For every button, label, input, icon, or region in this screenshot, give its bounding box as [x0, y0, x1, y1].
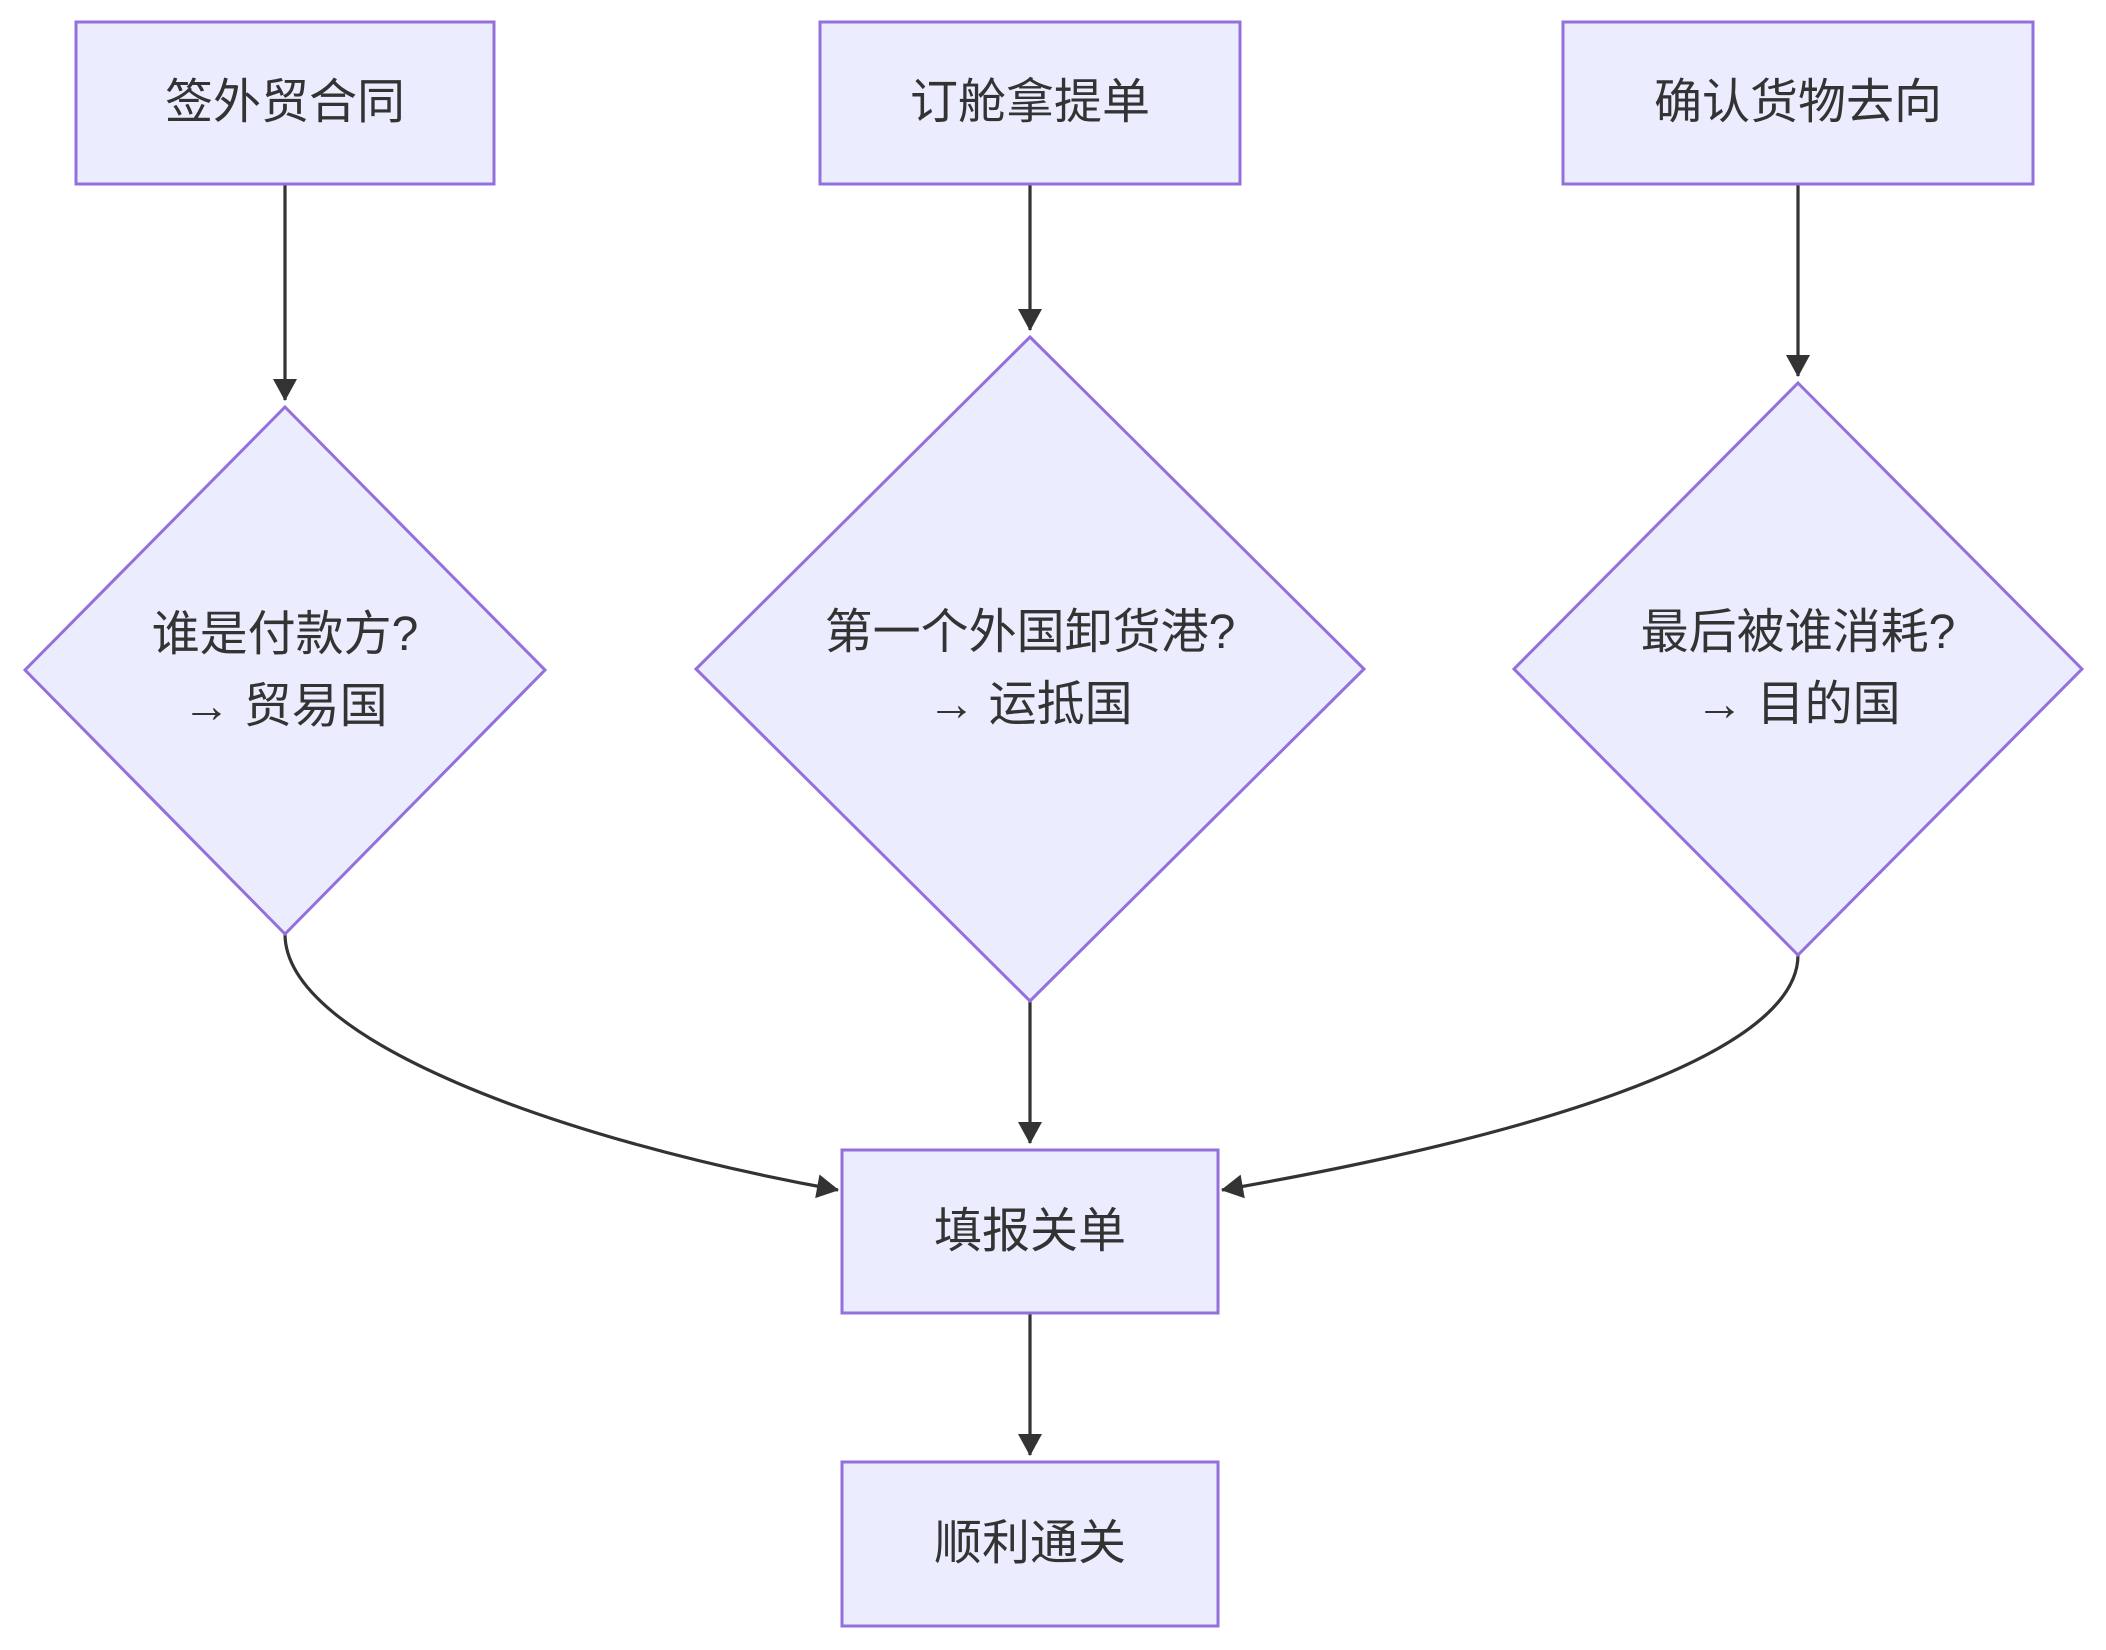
node-discharge-port-decision-diamond: [693, 334, 1367, 1004]
node-confirm-goods-destination-text: 确认货物去向: [1653, 76, 1942, 129]
node-sign-contract-box: [74, 20, 496, 186]
node-payer-decision-answer: → 贸易国: [182, 679, 388, 733]
node-book-bill-of-lading-box: [818, 20, 1242, 186]
node-final-consumer-decision-label: 最后被谁消耗? → 目的国: [1514, 383, 2082, 955]
edge-payer-to-declaration: [283, 933, 839, 1199]
node-book-bill-of-lading-text: 订舱拿提单: [909, 76, 1150, 129]
node-payer-decision-diamond: [22, 404, 548, 937]
node-discharge-port-decision-answer: → 运抵国: [927, 678, 1133, 731]
node-confirm-goods-destination-label: 确认货物去向: [1563, 22, 2033, 184]
node-discharge-port-decision-question: 第一个外国卸货港?: [824, 606, 1236, 659]
node-fill-customs-declaration-box: [840, 1148, 1220, 1315]
node-payer-decision-question: 谁是付款方?: [151, 607, 419, 661]
node-confirm-goods-destination-box: [1561, 20, 2035, 186]
node-book-bill-of-lading-label: 订舱拿提单: [820, 22, 1240, 184]
node-smooth-clearance-text: 顺利通关: [933, 1517, 1126, 1570]
node-sign-contract-text: 签外贸合同: [164, 76, 405, 129]
node-smooth-clearance-label: 顺利通关: [842, 1462, 1218, 1626]
node-fill-customs-declaration-text: 填报关单: [933, 1204, 1126, 1258]
node-final-consumer-decision-question: 最后被谁消耗?: [1640, 606, 1956, 659]
node-final-consumer-decision-answer: → 目的国: [1695, 678, 1901, 731]
node-smooth-clearance-box: [840, 1460, 1220, 1628]
edge-final-consumer-to-declaration: [1221, 954, 1800, 1199]
node-final-consumer-decision-diamond: [1511, 380, 2085, 958]
node-sign-contract-label: 签外贸合同: [76, 22, 494, 184]
node-payer-decision-label: 谁是付款方? → 贸易国: [25, 407, 545, 934]
node-discharge-port-decision-label: 第一个外国卸货港? → 运抵国: [696, 337, 1364, 1001]
node-fill-customs-declaration-label: 填报关单: [842, 1150, 1218, 1313]
